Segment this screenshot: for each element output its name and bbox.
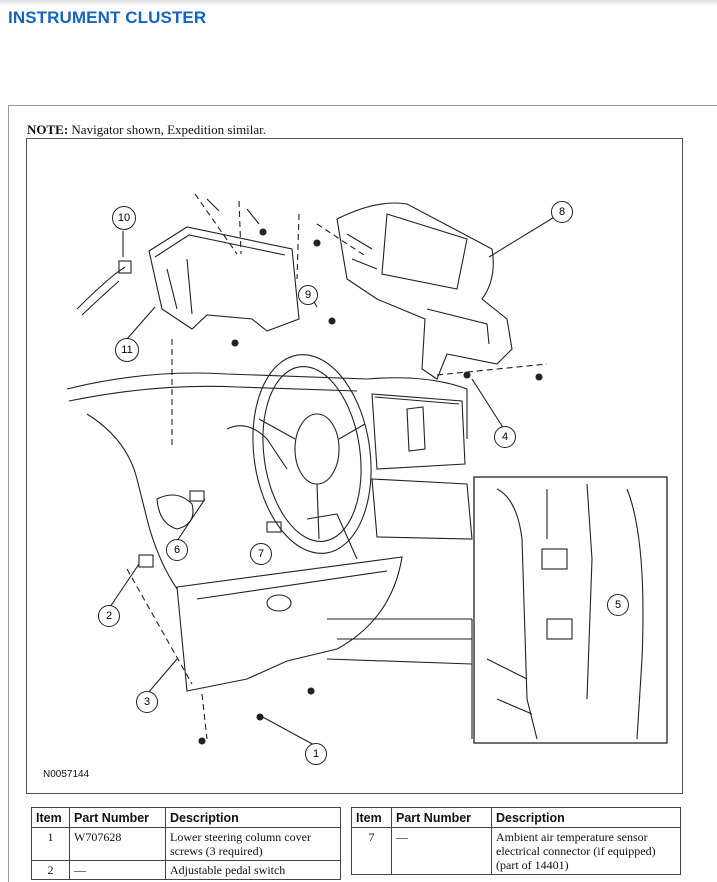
callout-9: 9 — [298, 285, 318, 305]
table-header-row: Item Part Number Description — [31, 807, 341, 828]
parts-table-right: Item Part Number Description 7 — Ambient… — [351, 807, 681, 875]
steering-wheel — [252, 354, 372, 554]
callout-8: 8 — [551, 201, 573, 223]
col-item: Item — [31, 807, 70, 828]
table-row: 1 W707628 Lower steering column cover sc… — [31, 827, 341, 861]
cell-part: — — [391, 827, 492, 875]
cluster-housing — [76, 198, 300, 332]
col-item: Item — [351, 807, 392, 828]
col-description: Description — [491, 807, 681, 828]
cell-part: — — [69, 860, 166, 880]
callout-11: 11 — [115, 338, 139, 362]
cell-item: 7 — [351, 827, 392, 875]
callout-1: 1 — [305, 743, 327, 765]
note: NOTE: Navigator shown, Expedition simila… — [27, 122, 266, 138]
col-description: Description — [165, 807, 341, 828]
document-frame — [8, 105, 717, 882]
col-part-number: Part Number — [391, 807, 492, 828]
cell-desc: Adjustable pedal switch — [165, 860, 341, 880]
cell-item: 2 — [31, 860, 70, 880]
top-shadow — [0, 0, 717, 6]
inset-detail — [473, 476, 668, 744]
cell-desc: Ambient air temperature sensor electrica… — [491, 827, 681, 875]
callout-10: 10 — [112, 206, 136, 230]
note-label: NOTE: — [27, 122, 69, 137]
cluster-bezel — [336, 202, 513, 380]
note-text: Navigator shown, Expedition similar. — [68, 122, 267, 137]
assembly-lines — [126, 193, 548, 740]
page-title: INSTRUMENT CLUSTER — [8, 8, 207, 27]
table-header-row: Item Part Number Description — [351, 807, 681, 828]
table-row: 7 — Ambient air temperature sensor elect… — [351, 827, 681, 875]
exploded-diagram: 10 11 9 8 4 6 7 2 3 1 5 — [26, 138, 683, 794]
parts-table-left: Item Part Number Description 1 W707628 L… — [31, 807, 341, 880]
cell-desc: Lower steering column cover screws (3 re… — [165, 827, 341, 861]
instrument-panel — [66, 372, 473, 739]
callout-3: 3 — [136, 691, 158, 713]
col-part-number: Part Number — [69, 807, 166, 828]
lower-column-cover — [138, 490, 403, 692]
callout-7: 7 — [250, 543, 272, 565]
callout-6: 6 — [166, 539, 188, 561]
table-row: 2 — Adjustable pedal switch — [31, 860, 341, 880]
callout-4: 4 — [494, 426, 516, 448]
figure-code: N0057144 — [43, 769, 90, 780]
cell-part: W707628 — [69, 827, 166, 861]
callout-5: 5 — [607, 594, 629, 616]
cell-item: 1 — [31, 827, 70, 861]
diagram-drawing — [66, 193, 668, 747]
callout-2: 2 — [98, 605, 120, 627]
